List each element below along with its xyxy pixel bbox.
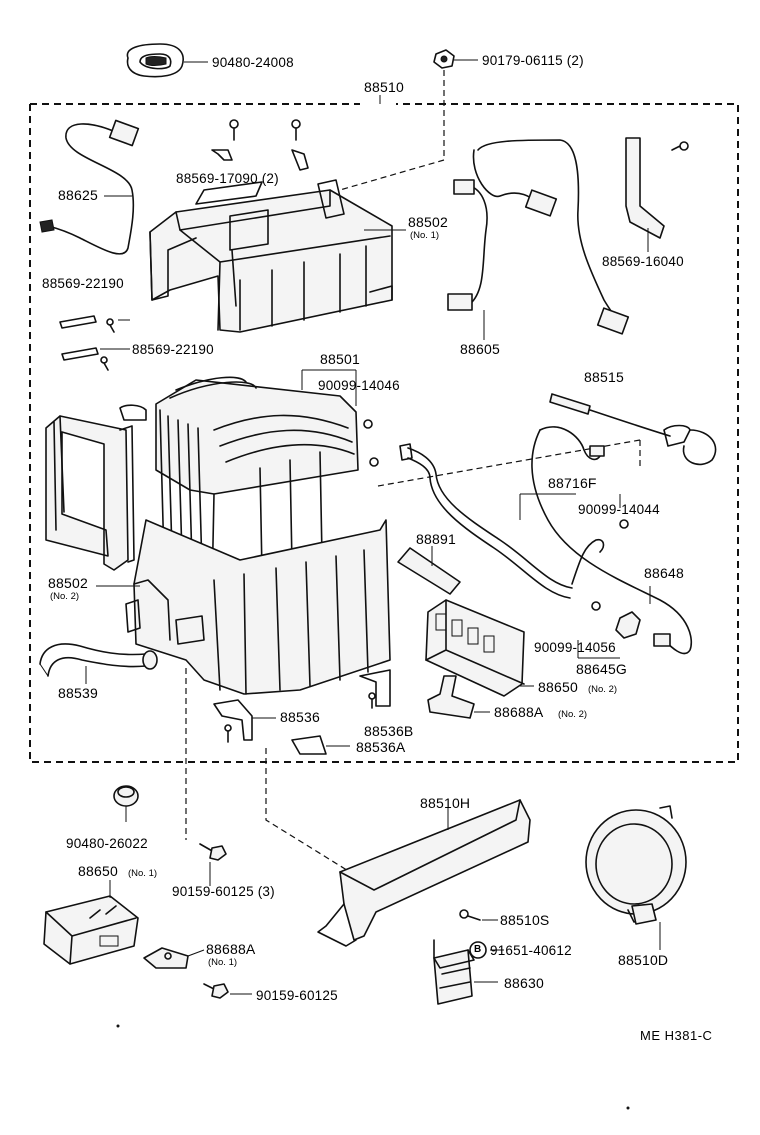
label-90480-26022: 90480-26022: [66, 836, 148, 851]
label-88891: 88891: [416, 531, 456, 547]
label-88510D: 88510D: [618, 952, 669, 968]
label-88650-no2-sub: (No. 2): [588, 684, 618, 695]
label-88650-no1-sub: (No. 1): [128, 868, 158, 879]
screw-90159-60125: [203, 983, 252, 999]
label-88688A-no1-sub: (No. 1): [208, 957, 238, 968]
label-88716F: 88716F: [548, 475, 597, 491]
b-marker: [469, 941, 487, 959]
label-90099-14056: 90099-14056: [534, 640, 616, 655]
assembly-label-88510: 88510: [364, 79, 404, 95]
screw-88510S: [459, 909, 498, 921]
label-88536: 88536: [280, 709, 320, 725]
label-88648: 88648: [644, 565, 684, 581]
label-88645G: 88645G: [576, 661, 628, 677]
label-90159-60125: 90159-60125: [256, 988, 338, 1003]
hose-88539: [39, 643, 158, 684]
label-88569-16040: 88569-16040: [602, 254, 684, 269]
amplifier-88650-no2: [425, 599, 534, 697]
dashed-leaders-lower: [185, 668, 351, 873]
label-88688A-no2-sub: (No. 2): [558, 709, 588, 720]
label-88510H: 88510H: [420, 795, 471, 811]
duct-88891: [397, 546, 461, 595]
label-88688A-no2: 88688A: [494, 704, 544, 720]
wire-88648: [531, 429, 693, 655]
label-88502-no1-sub: (No. 1): [410, 230, 440, 241]
label-88510S: 88510S: [500, 912, 550, 928]
wire-harness-88625: [39, 119, 140, 255]
label-88536A: 88536A: [356, 739, 406, 755]
label-88569-22190-a: 88569-22190: [42, 276, 124, 291]
amplifier-88650-no1: [43, 880, 139, 965]
label-88688A-no1: 88688A: [206, 941, 256, 957]
duct-ring-88510D: [585, 805, 687, 950]
label-88605: 88605: [460, 341, 500, 357]
label-90159-60125-3: 90159-60125 (3): [172, 884, 275, 899]
label-90480-24008: 90480-24008: [212, 55, 294, 70]
bracket-88569-16040: [625, 137, 689, 252]
label-88569-22190-b: 88569-22190: [132, 342, 214, 357]
filter-frame: [45, 415, 135, 571]
clips-88569-22190: [59, 315, 130, 371]
screw-90159-60125-3: [199, 843, 227, 886]
wire-harness-88605: [447, 139, 630, 340]
label-90179-06115: 90179-06115 (2): [482, 53, 584, 68]
label-88501: 88501: [320, 351, 360, 367]
case-88502-no1: [149, 179, 406, 333]
label-88650-no1: 88650: [78, 863, 118, 879]
label-88502-no2-sub: (No. 2): [50, 591, 80, 602]
label-88536B: 88536B: [364, 723, 414, 739]
label-88515: 88515: [584, 369, 624, 385]
sensor-88515: [539, 393, 717, 466]
cover-88510H: [317, 799, 531, 947]
switch-88645G: [577, 601, 641, 659]
grommet-90480-24008: [126, 43, 208, 78]
label-90099-14044: 90099-14044: [578, 502, 660, 517]
assembly-border: [29, 95, 739, 763]
label-91651-40612: 91651-40612: [490, 943, 572, 958]
b-marker-letter: B: [474, 944, 482, 955]
label-88569-17090: 88569-17090 (2): [176, 171, 279, 186]
label-88650-no2: 88650: [538, 679, 578, 695]
label-88630: 88630: [504, 975, 544, 991]
label-88539: 88539: [58, 685, 98, 701]
page-marks: [116, 1024, 630, 1110]
screws-top: [211, 119, 309, 171]
label-90099-14046: 90099-14046: [318, 378, 400, 393]
label-88625: 88625: [58, 187, 98, 203]
evaporator-88501: [119, 369, 379, 593]
relay-88630: [433, 939, 504, 1005]
case-88502-no2: [96, 519, 391, 695]
grommet-90480-26022: [113, 785, 139, 822]
label-88502-no2: 88502: [48, 575, 88, 591]
bracket-88688A-no1: [143, 947, 205, 969]
label-88502-no1: 88502: [408, 214, 448, 230]
brackets-88536: [213, 669, 391, 755]
bracket-88688A-no2: [427, 675, 490, 719]
nut-90179-06115: [339, 49, 478, 191]
figure-code: ME H381-C: [640, 1028, 713, 1043]
